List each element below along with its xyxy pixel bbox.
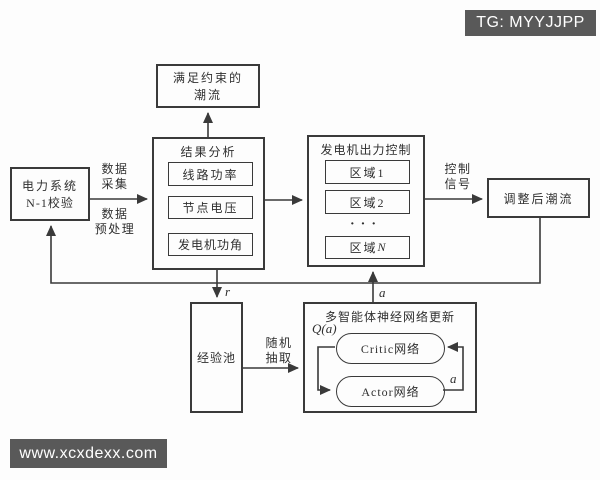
label-control-signal: 控制 信号 <box>444 162 472 191</box>
watermark-top-right: TG: MYYJJPP <box>465 10 596 36</box>
result-item-generator-angle: 发电机功角 <box>168 233 253 256</box>
constrained-flow-label-line2: 潮流 <box>193 88 222 102</box>
zones-ellipsis: ··· <box>349 217 382 232</box>
label-q-value: Q(a) <box>312 321 337 336</box>
critic-network-node: Critic网络 <box>336 333 445 364</box>
zone-2-box: 区域2 <box>325 190 410 214</box>
node-adjusted-flow: 调整后潮流 <box>487 178 590 218</box>
result-analysis-title: 结果分析 <box>180 145 237 159</box>
power-system-label-line1: 电力系统 <box>21 179 78 193</box>
result-item-line-power: 线路功率 <box>168 162 253 186</box>
label-random-sampling: 随机 抽取 <box>265 336 293 365</box>
zone-1-box: 区域1 <box>325 160 410 184</box>
node-experience-pool: 经验池 <box>190 302 243 413</box>
network-update-title: 多智能体神经网络更新 <box>324 310 455 324</box>
zone-n-prefix: 区域 <box>349 241 378 255</box>
result-item-node-voltage: 节点电压 <box>168 196 253 219</box>
zone-n-suffix: N <box>377 240 386 254</box>
node-constrained-flow: 满足约束的 潮流 <box>156 64 260 108</box>
edge-critic-to-actor-loop <box>317 346 335 395</box>
node-network-update: 多智能体神经网络更新 Critic网络 Actor网络 <box>303 302 477 413</box>
watermark-bottom-text: www.xcxdexx.com <box>19 444 158 462</box>
label-reward-r: r <box>225 284 231 299</box>
label-data-collection: 数据 采集 <box>101 162 129 191</box>
power-system-label-line2: N-1校验 <box>26 196 74 210</box>
actor-network-node: Actor网络 <box>336 376 445 407</box>
node-power-system: 电力系统 N-1校验 <box>10 167 90 221</box>
label-action-a-top: a <box>379 285 386 300</box>
watermark-bottom-left: www.xcxdexx.com <box>10 439 167 468</box>
label-action-a-feedback: a <box>450 371 457 386</box>
label-data-preprocessing: 数据 预处理 <box>94 207 136 236</box>
edge-actor-to-critic-loop <box>443 342 464 391</box>
constrained-flow-label-line1: 满足约束的 <box>172 71 243 85</box>
adjusted-flow-label: 调整后潮流 <box>503 191 574 206</box>
node-result-analysis: 结果分析 线路功率 节点电压 发电机功角 <box>152 137 265 270</box>
experience-pool-label: 经验池 <box>196 351 236 365</box>
watermark-top-text: TG: MYYJJPP <box>476 14 585 31</box>
edge-adjusted-flow-feedback <box>46 218 541 284</box>
generator-control-title: 发电机出力控制 <box>320 143 412 157</box>
